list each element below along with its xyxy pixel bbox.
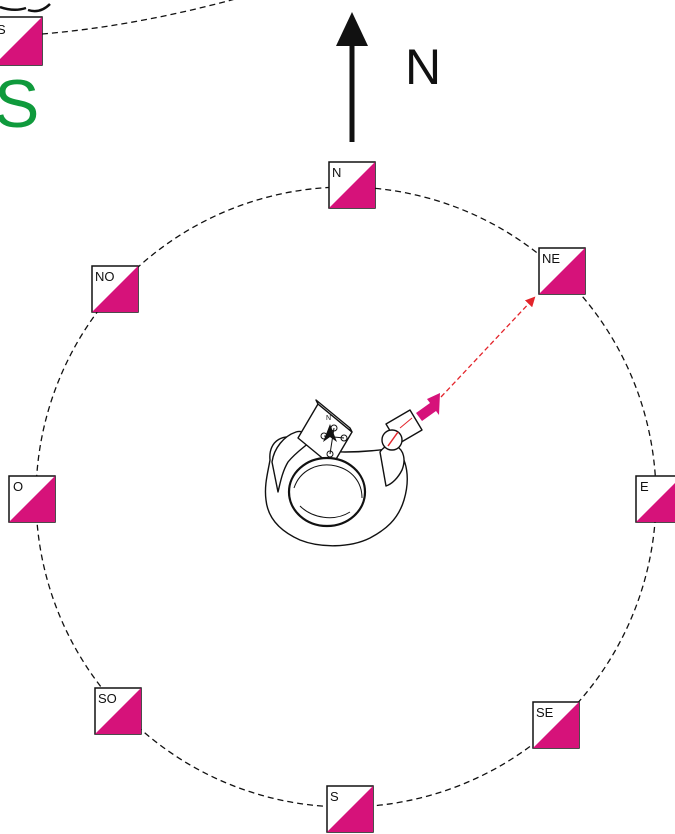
map-north-letter: N (326, 415, 331, 422)
control-flag-no: NO (92, 266, 138, 312)
control-label-e: E (640, 479, 649, 494)
north-arrow (336, 12, 368, 142)
corner-big-letter: S (0, 66, 39, 142)
control-flag-e: E (636, 476, 675, 522)
control-label-so: SO (98, 691, 117, 706)
corner-flag-label: S (0, 22, 6, 37)
control-label-ne: NE (542, 251, 560, 266)
orienteer-figure: N (265, 400, 422, 546)
bearing-line (441, 298, 534, 397)
control-label-s: S (330, 789, 339, 804)
north-label: N (405, 39, 441, 95)
control-flag-ne: NE (539, 248, 585, 294)
orienteer-head (289, 458, 365, 526)
corner-control-flag: S (0, 17, 42, 65)
control-label-o: O (13, 479, 23, 494)
control-flag-so: SO (95, 688, 141, 734)
control-label-n: N (332, 165, 341, 180)
control-label-se: SE (536, 705, 554, 720)
bearing-direction-arrow (416, 393, 440, 421)
control-flag-n: N (329, 162, 375, 208)
control-flag-o: O (9, 476, 55, 522)
control-flag-se: SE (533, 702, 579, 748)
control-label-no: NO (95, 269, 115, 284)
corner-text-fragment (0, 4, 50, 11)
control-flag-s: S (327, 786, 373, 832)
